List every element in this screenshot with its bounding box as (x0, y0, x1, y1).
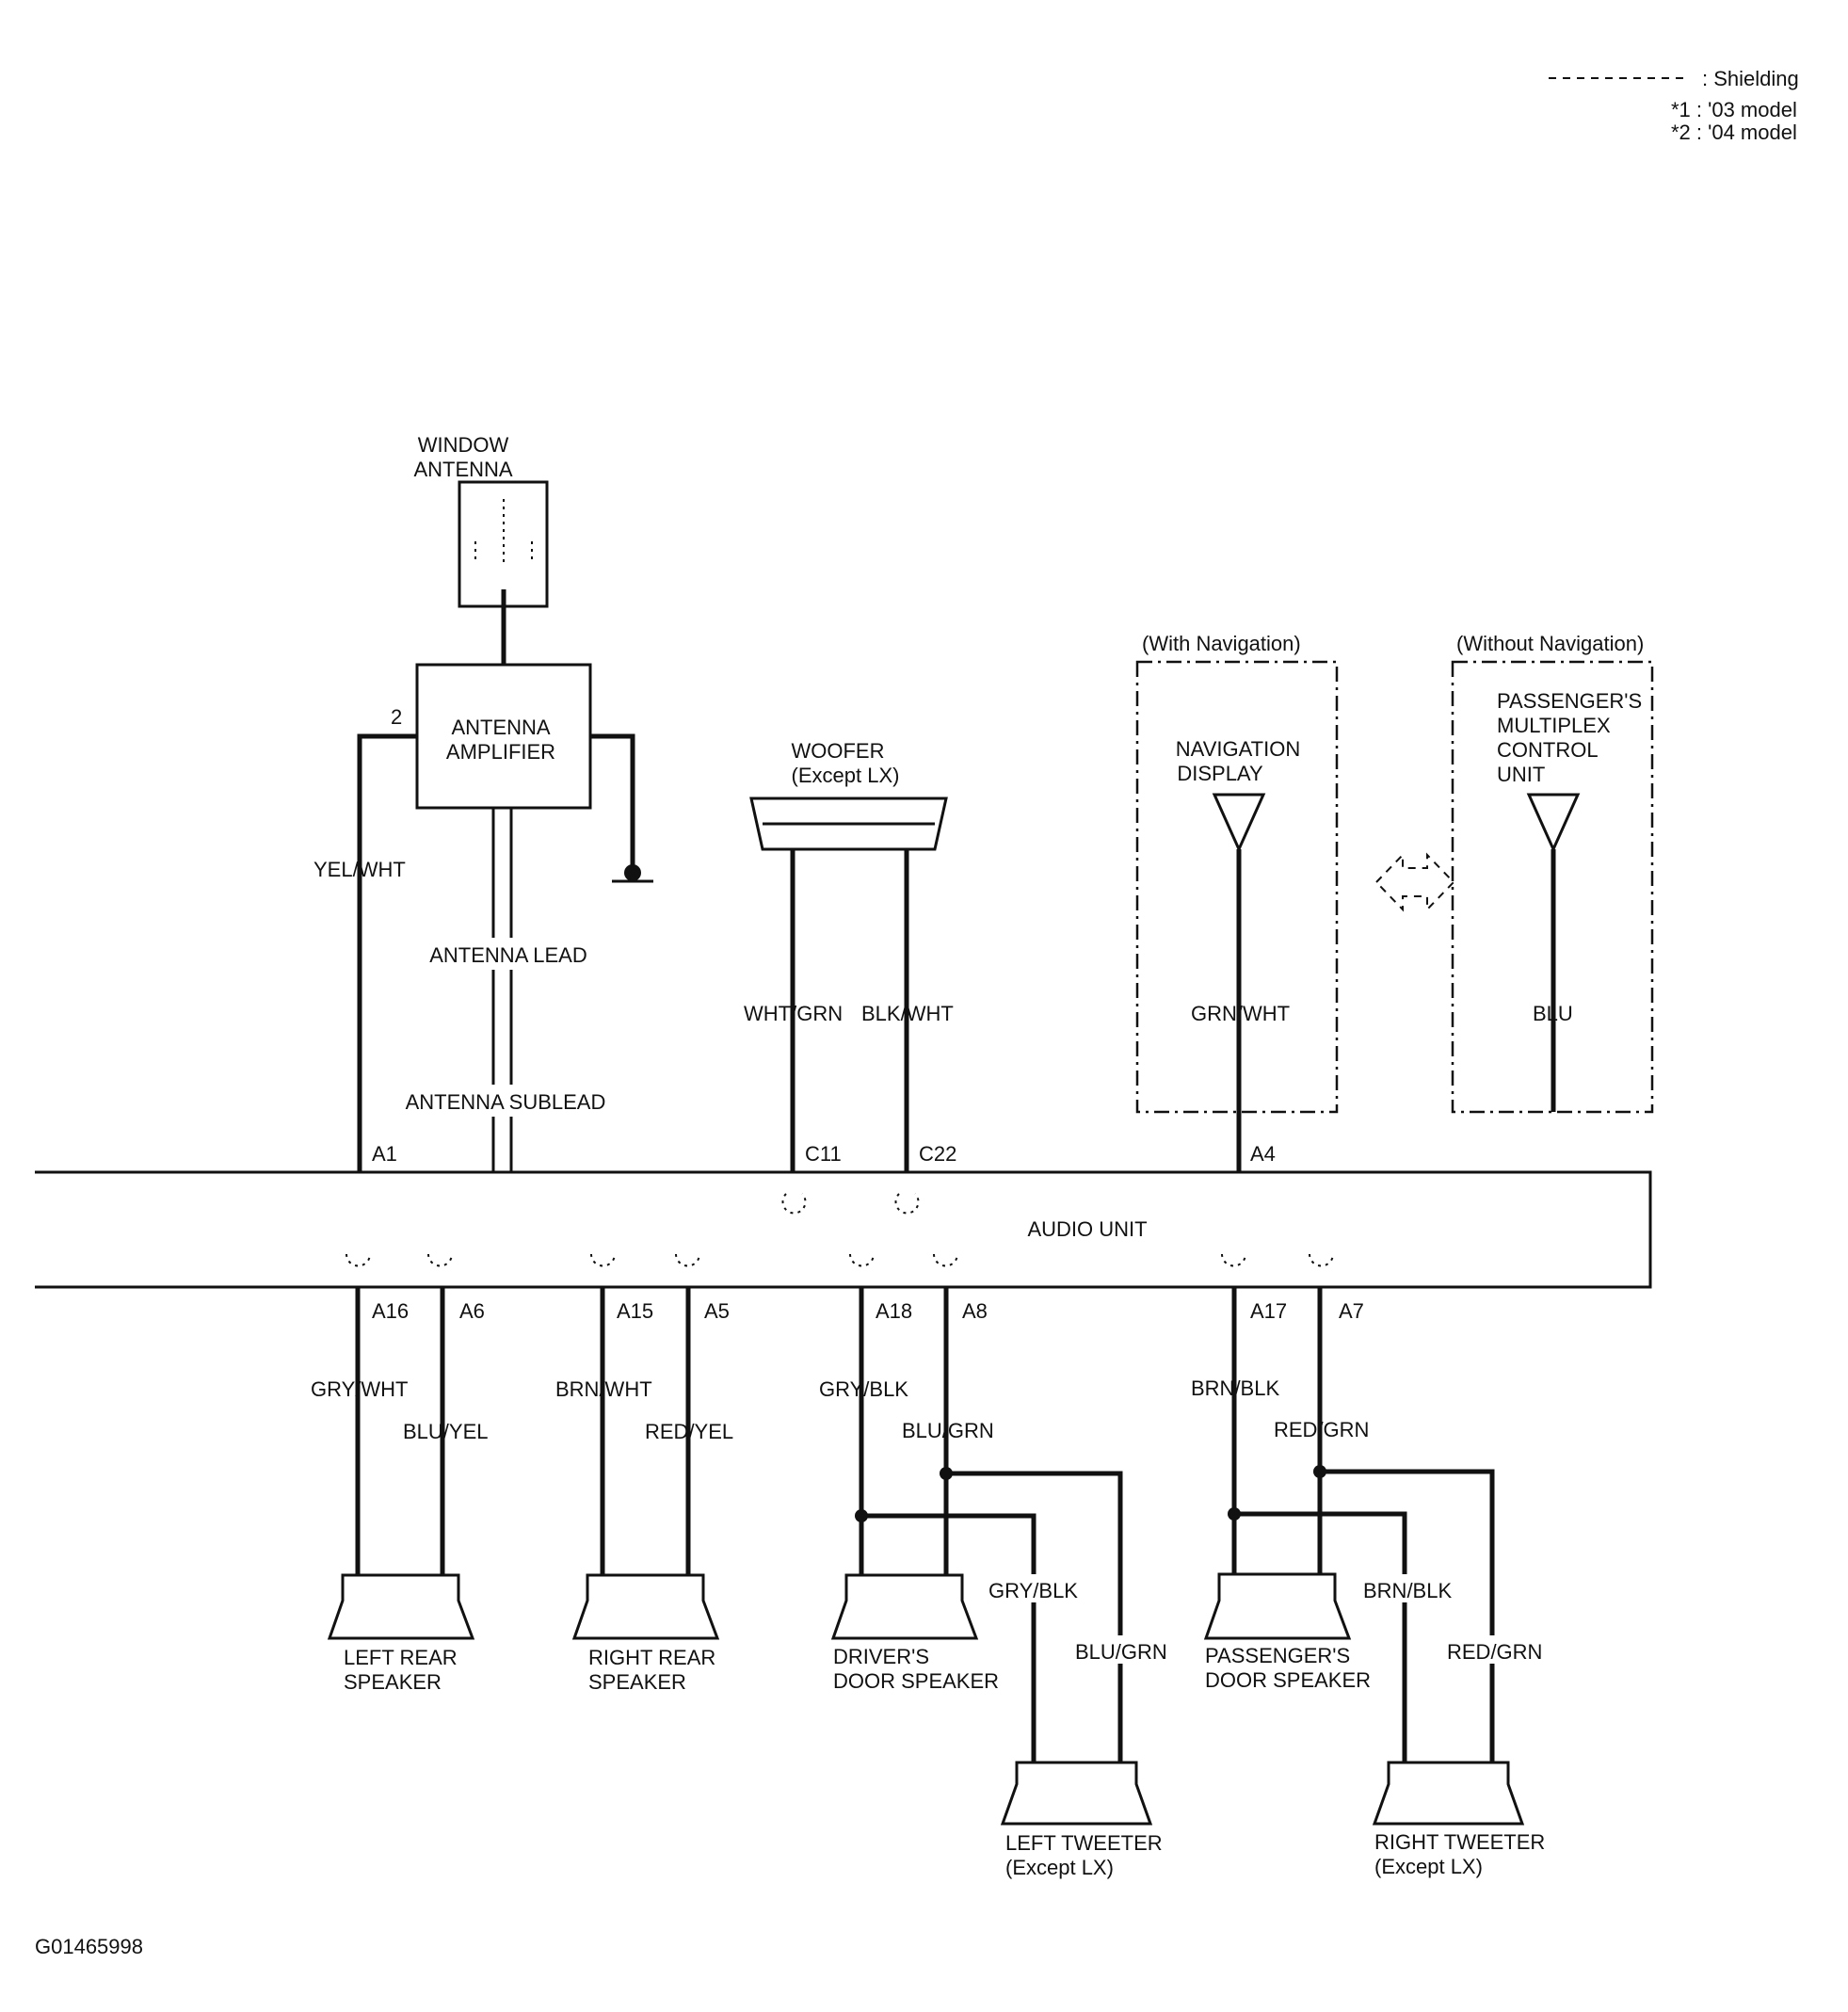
splice-brn-blk (1228, 1507, 1241, 1521)
woofer-label-1: WOOFER (792, 739, 885, 763)
passenger-mpcu-icon (1526, 793, 1581, 853)
right-rear-speaker-icon (571, 1573, 720, 1640)
gry-blk-branch-wire (861, 1513, 1036, 1763)
drivers-door-speaker-label-1: DRIVER'S (833, 1645, 929, 1668)
window-antenna-label-2: ANTENNA (413, 458, 512, 481)
antenna-amplifier-label-2: AMPLIFIER (446, 740, 555, 764)
left-rear-speaker-label-2: SPEAKER (344, 1670, 442, 1694)
yel-wht-wire (357, 733, 417, 1172)
right-rear-speaker-label-2: SPEAKER (588, 1670, 686, 1694)
left-rear-speaker-label-1: LEFT REAR (344, 1646, 458, 1669)
with-navigation-box (1135, 660, 1339, 1114)
pin-a15: A15 (617, 1299, 653, 1323)
woofer: WOOFER (Except LX) (749, 739, 948, 851)
pin-a5: A5 (704, 1299, 730, 1323)
splice-gry-blk (855, 1509, 868, 1522)
splice-blu-grn (940, 1467, 953, 1480)
blu-grn-branch-label: BLU/GRN (1075, 1640, 1167, 1664)
ground-dot (624, 864, 641, 881)
passenger-mpcu-label-4: UNIT (1497, 763, 1545, 786)
legend-shielding: : Shielding (1702, 67, 1799, 90)
drivers-door-speaker-label-2: DOOR SPEAKER (833, 1669, 999, 1693)
without-navigation-label: (Without Navigation) (1456, 632, 1644, 655)
bottom-connector-symbols (345, 1253, 1334, 1267)
passengers-door-speaker-label-1: PASSENGER'S (1205, 1644, 1350, 1667)
pin-a6: A6 (459, 1299, 485, 1323)
antenna-amplifier: ANTENNA AMPLIFIER 2 (391, 663, 592, 810)
drivers-door-speaker-icon (830, 1573, 979, 1640)
pin-a17: A17 (1250, 1299, 1287, 1323)
window-antenna: WINDOW ANTENNA (413, 433, 549, 608)
pin-a1: A1 (372, 1142, 397, 1166)
passenger-mpcu-label-3: CONTROL (1497, 738, 1599, 762)
navigation-display-label-1: NAVIGATION (1176, 737, 1300, 761)
top-connector-symbols (781, 1193, 920, 1215)
blu-yel-label: BLU/YEL (403, 1420, 489, 1443)
left-tweeter-label-1: LEFT TWEETER (1005, 1831, 1163, 1855)
passenger-mpcu-label-2: MULTIPLEX (1497, 714, 1611, 737)
left-tweeter-icon (1000, 1761, 1153, 1826)
antenna-lead-label: ANTENNA LEAD (429, 943, 587, 967)
brn-blk-label: BRN/BLK (1191, 1376, 1279, 1400)
blu-label: BLU (1533, 1002, 1573, 1025)
right-tweeter-label-1: RIGHT TWEETER (1374, 1830, 1545, 1854)
navigation-display-label-2: DISPLAY (1177, 762, 1263, 785)
left-tweeter-label-2: (Except LX) (1005, 1856, 1114, 1879)
red-grn-label: RED/GRN (1274, 1418, 1369, 1441)
red-grn-branch-label: RED/GRN (1447, 1640, 1542, 1664)
brn-blk-branch-wire (1234, 1511, 1407, 1763)
audio-unit-label: AUDIO UNIT (1027, 1217, 1147, 1241)
pin-a4: A4 (1250, 1142, 1276, 1166)
grn-wht-label: GRN/WHT (1191, 1002, 1290, 1025)
right-tweeter-icon (1372, 1761, 1525, 1826)
passengers-door-speaker-icon (1203, 1572, 1352, 1640)
pin-c11: C11 (805, 1142, 842, 1166)
antenna-sublead-label: ANTENNA SUBLEAD (406, 1090, 606, 1114)
legend-note-1: *1 : '03 model (1671, 98, 1797, 121)
window-antenna-label-1: WINDOW (418, 433, 509, 457)
window-antenna-grid-symbol (474, 499, 533, 565)
gry-wht-label: GRY/WHT (311, 1377, 408, 1401)
left-rear-speaker-icon (327, 1573, 475, 1640)
blu-grn-label: BLU/GRN (902, 1419, 994, 1442)
navigation-display-icon (1212, 793, 1266, 853)
woofer-speaker-icon (749, 797, 948, 851)
pin-c22: C22 (919, 1142, 956, 1166)
wht-grn-label: WHT/GRN (744, 1002, 843, 1025)
pin-a8: A8 (962, 1299, 988, 1323)
right-tweeter-label-2: (Except LX) (1374, 1855, 1483, 1878)
alternative-arrow-icon (1374, 852, 1455, 912)
pin-a7: A7 (1339, 1299, 1364, 1323)
splice-red-grn (1313, 1465, 1326, 1478)
legend-note-2: *2 : '04 model (1671, 121, 1797, 144)
yel-wht-label: YEL/WHT (313, 858, 406, 881)
brn-wht-label: BRN/WHT (555, 1377, 652, 1401)
right-rear-speaker-label-1: RIGHT REAR (588, 1646, 715, 1669)
amp-ground-wire (590, 733, 635, 873)
red-yel-label: RED/YEL (645, 1420, 733, 1443)
gry-blk-branch-label: GRY/BLK (988, 1579, 1078, 1602)
blk-wht-label: BLK/WHT (861, 1002, 954, 1025)
audio-unit: AUDIO UNIT (35, 1170, 1652, 1289)
figure-id: G01465998 (35, 1935, 143, 1958)
passengers-door-speaker-label-2: DOOR SPEAKER (1205, 1668, 1371, 1692)
gry-blk-label: GRY/BLK (819, 1377, 908, 1401)
pin-a18: A18 (876, 1299, 912, 1323)
brn-blk-branch-label: BRN/BLK (1363, 1579, 1452, 1602)
red-grn-branch-wire (1320, 1469, 1495, 1763)
with-navigation-label: (With Navigation) (1142, 632, 1301, 655)
blu-grn-branch-wire (946, 1471, 1123, 1763)
legend: : Shielding *1 : '03 model *2 : '04 mode… (1549, 67, 1799, 144)
woofer-label-2: (Except LX) (792, 764, 900, 787)
antenna-amplifier-label-1: ANTENNA (451, 716, 550, 739)
without-navigation-box (1451, 660, 1654, 1114)
audio-unit-box (35, 1170, 1652, 1289)
pin-a16: A16 (372, 1299, 409, 1323)
amplifier-pin-2: 2 (391, 705, 402, 729)
passenger-mpcu-label-1: PASSENGER'S (1497, 689, 1642, 713)
